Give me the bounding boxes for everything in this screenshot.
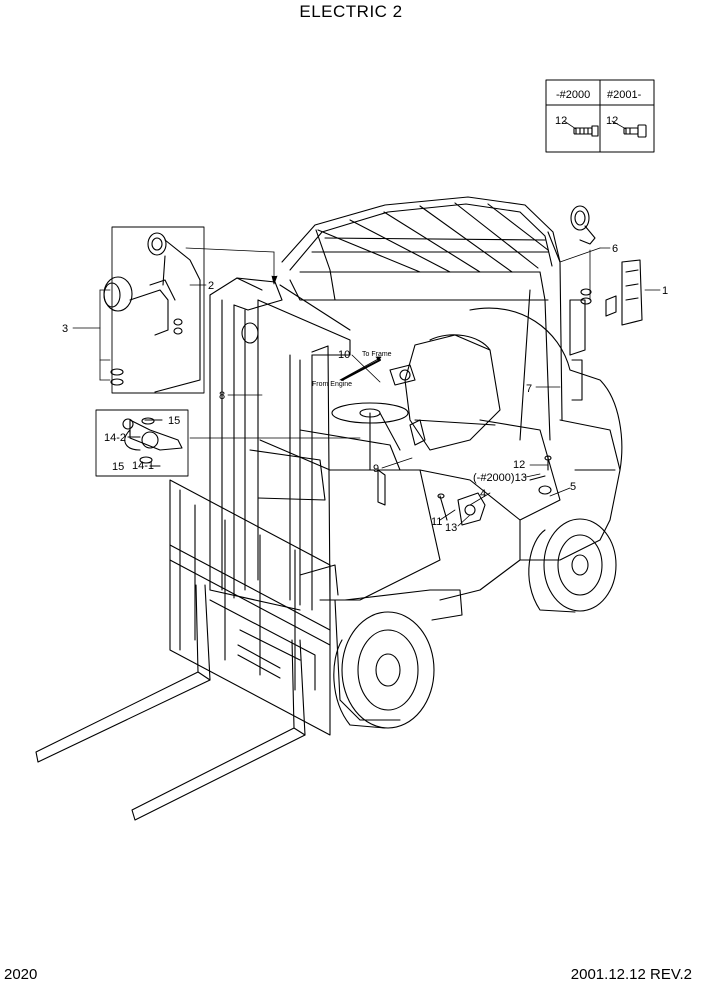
serial-part-2: 12 bbox=[606, 115, 618, 127]
callout-12b: (-#2000)13 bbox=[473, 472, 527, 484]
note-to-frame: To Frame bbox=[362, 351, 392, 358]
page-title: ELECTRIC 2 bbox=[299, 2, 403, 21]
rear-wheel bbox=[528, 518, 617, 613]
truck-body bbox=[249, 307, 623, 721]
callout-9: 9 bbox=[373, 463, 379, 475]
callout-12: 12 bbox=[513, 459, 525, 471]
mast-assembly bbox=[169, 277, 351, 736]
callout-15b: 15 bbox=[112, 461, 124, 473]
callout-11: 11 bbox=[431, 516, 442, 528]
small-parts bbox=[341, 359, 552, 526]
load-backrest bbox=[169, 479, 331, 736]
serial-part-1: 12 bbox=[555, 115, 567, 127]
callout-7: 7 bbox=[526, 383, 532, 395]
callout-4: 4 bbox=[480, 488, 486, 500]
front-wheel bbox=[333, 611, 435, 729]
work-lamp-group bbox=[103, 226, 205, 394]
sensor-group bbox=[95, 409, 189, 477]
callout-15a: 15 bbox=[168, 415, 180, 427]
forks bbox=[35, 584, 306, 821]
callout-labels: 1 2 3 4 5 6 7 8 9 10 11 12 (-#2000)13 13… bbox=[62, 89, 668, 534]
callout-14-1: 14-1 bbox=[132, 460, 154, 472]
callout-1: 1 bbox=[662, 285, 668, 297]
combination-lamp bbox=[621, 259, 643, 326]
note-from-engine: From Engine bbox=[312, 381, 352, 388]
rear-lamps bbox=[569, 205, 643, 401]
page-code: 2020 bbox=[4, 966, 38, 983]
callout-6: 6 bbox=[612, 243, 618, 255]
serial-table bbox=[545, 79, 655, 153]
callout-14-2: 14-2 bbox=[104, 432, 126, 444]
callout-5: 5 bbox=[570, 481, 576, 493]
callout-13: 13 bbox=[445, 522, 457, 534]
overhead-guard bbox=[281, 196, 563, 441]
callout-3: 3 bbox=[62, 323, 68, 335]
operator-seat bbox=[404, 334, 501, 451]
revision-date: 2001.12.12 REV.2 bbox=[570, 966, 692, 983]
serial-col-1: -#2000 bbox=[556, 89, 590, 101]
callout-8: 8 bbox=[219, 390, 225, 402]
callout-10: 10 bbox=[338, 349, 350, 361]
callout-2: 2 bbox=[208, 280, 214, 292]
serial-col-2: #2001- bbox=[607, 89, 642, 101]
leader-lines bbox=[72, 247, 661, 527]
